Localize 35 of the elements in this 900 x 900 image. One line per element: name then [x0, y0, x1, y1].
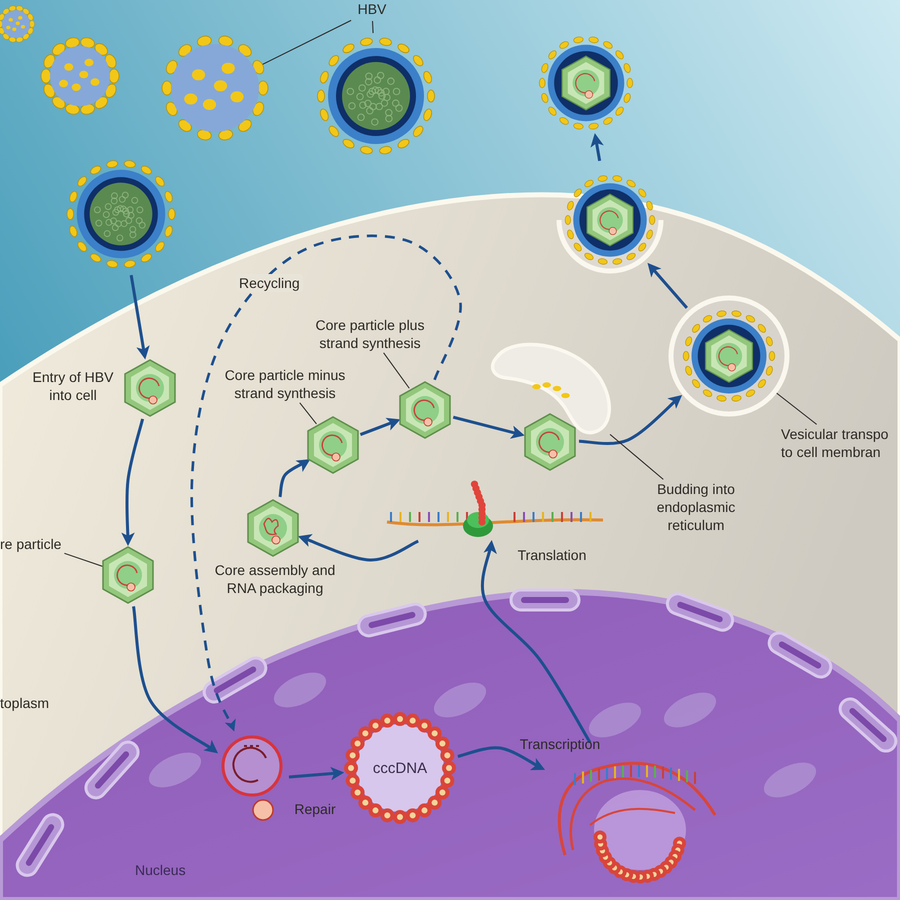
edge-label: Recycling	[236, 274, 303, 292]
step-label: Core assembly and RNA packaging	[214, 561, 336, 597]
arrow	[458, 746, 545, 770]
step-label: Entry of HBV into cell	[32, 368, 114, 404]
annotation-text: Budding into endoplasmic reticulum	[640, 480, 752, 534]
region-label: Nucleus	[135, 862, 186, 878]
leader-line	[372, 20, 374, 34]
region-label: toplasm	[0, 695, 50, 711]
dashed-arrow	[190, 234, 462, 732]
arrow	[452, 416, 525, 439]
arrow	[132, 606, 218, 754]
arrow	[360, 418, 400, 436]
arrow	[278, 459, 310, 498]
leader-line	[383, 352, 410, 389]
arrow	[121, 418, 144, 546]
arrow	[590, 133, 604, 162]
annotation-text: Vesicular transpo to cell membran	[781, 425, 900, 461]
arrow	[648, 262, 688, 309]
leader-line	[260, 20, 352, 66]
node-text: cccDNA	[372, 760, 428, 776]
arrow	[130, 274, 150, 360]
arrow	[288, 766, 344, 780]
arrow	[480, 540, 592, 744]
leader-line	[64, 552, 105, 568]
leader-line	[299, 402, 317, 424]
step-label: Translation	[516, 546, 588, 564]
annotation-text: Core particle plus strand synthesis	[296, 316, 444, 352]
step-label: Repair	[293, 800, 337, 818]
leader-line	[610, 434, 664, 480]
arrow	[578, 394, 682, 446]
annotation-text: Core particle minus strand synthesis	[205, 366, 365, 402]
annotation-text: HBV	[352, 0, 392, 20]
annotation-text: re particle	[0, 535, 74, 553]
arrow	[298, 534, 419, 562]
leader-line	[776, 392, 818, 425]
